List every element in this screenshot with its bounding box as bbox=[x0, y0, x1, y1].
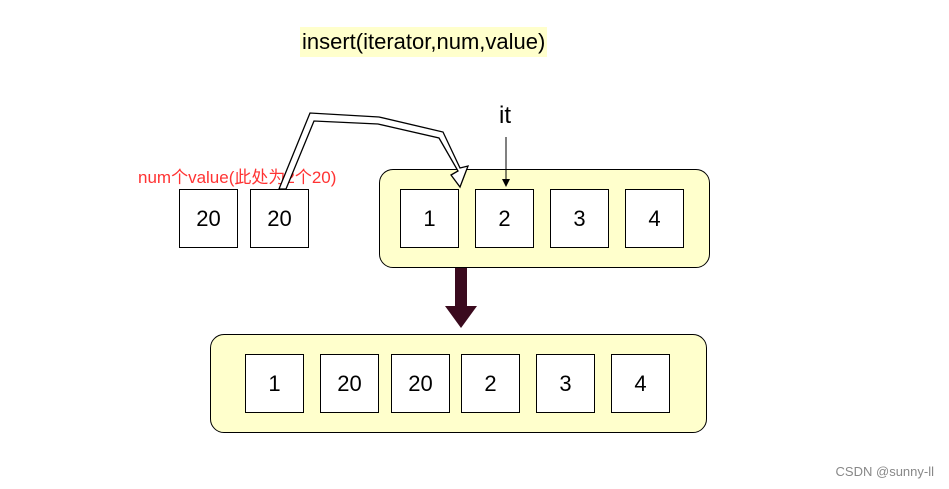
result-element-box: 2 bbox=[461, 354, 520, 413]
result-element-box: 20 bbox=[391, 354, 450, 413]
original-element-box: 1 bbox=[400, 189, 459, 248]
watermark: CSDN @sunny-ll bbox=[835, 464, 934, 479]
new-value-box: 20 bbox=[250, 189, 309, 248]
original-element-box: 4 bbox=[625, 189, 684, 248]
result-element-box: 1 bbox=[245, 354, 304, 413]
function-signature-label: insert(iterator,num,value) bbox=[300, 27, 548, 57]
result-element-box: 20 bbox=[320, 354, 379, 413]
original-element-box: 3 bbox=[550, 189, 609, 248]
new-value-box: 20 bbox=[179, 189, 238, 248]
result-element-box: 3 bbox=[536, 354, 595, 413]
original-element-box: 2 bbox=[475, 189, 534, 248]
down-arrow-icon bbox=[445, 268, 477, 328]
iterator-pointer-arrowhead-icon bbox=[502, 179, 510, 187]
iterator-label: it bbox=[499, 102, 511, 129]
insert-arrow-icon bbox=[278, 112, 470, 190]
result-element-box: 4 bbox=[611, 354, 670, 413]
